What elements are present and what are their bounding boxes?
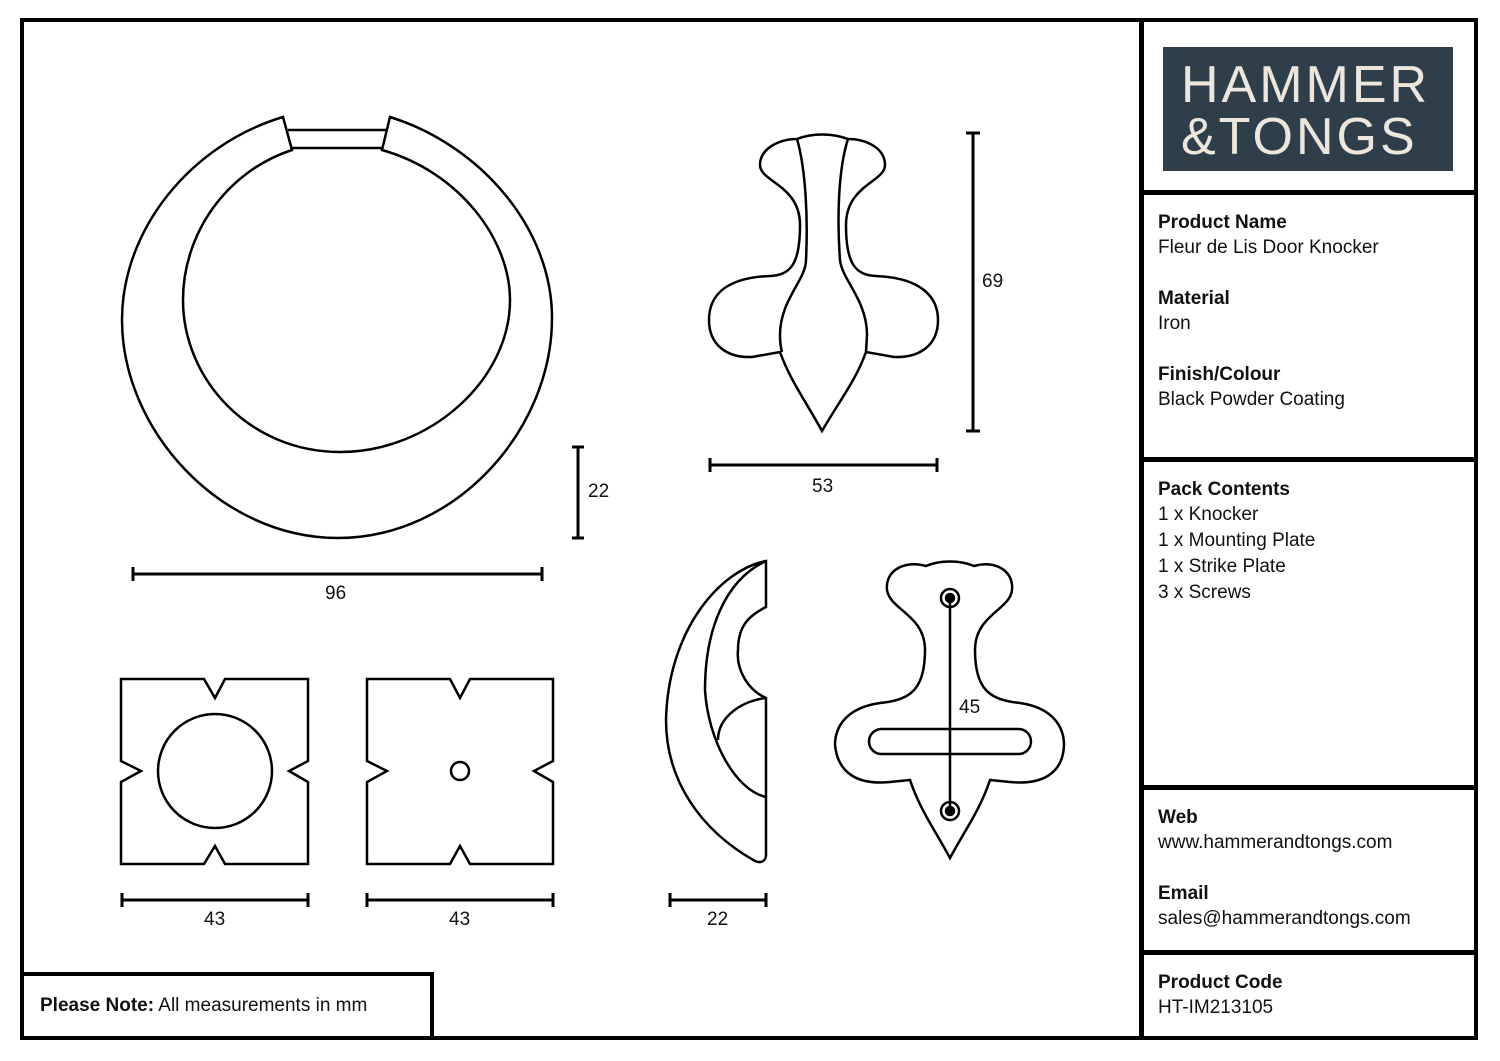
- dim-plate-width: 53: [812, 476, 834, 497]
- material-label: Material: [1158, 288, 1230, 309]
- dim-hole-spacing: 45: [959, 697, 981, 718]
- note-label: Please Note:: [40, 995, 155, 1016]
- dim-strike-a: 43: [204, 909, 226, 930]
- product-name-value: Fleur de Lis Door Knocker: [1158, 237, 1379, 258]
- brand-logo: HAMMER &TONGS: [1163, 47, 1453, 171]
- dimension-lines: [120, 131, 980, 907]
- logo-line-1: HAMMER: [1181, 56, 1431, 114]
- logo-panel: [1144, 22, 1478, 195]
- note-text: All measurements in mm: [158, 995, 368, 1016]
- material-value: Iron: [1158, 313, 1191, 334]
- dim-side-depth: 22: [707, 909, 729, 930]
- product-code-label: Product Code: [1158, 972, 1283, 993]
- dim-strike-b: 43: [449, 909, 471, 930]
- email-link[interactable]: sales@hammerandtongs.com: [1158, 908, 1411, 929]
- panel-divider: [1139, 18, 1144, 1040]
- pack-contents-label: Pack Contents: [1158, 479, 1290, 500]
- product-code-value: HT-IM213105: [1158, 997, 1274, 1018]
- product-info-panel: Product Name Fleur de Lis Door Knocker M…: [1144, 195, 1478, 462]
- dim-ring-depth: 22: [588, 481, 610, 502]
- logo-line-2: &TONGS: [1181, 108, 1418, 166]
- mounting-plate-drawing: [833, 560, 1066, 861]
- strike-plate-a-drawing: [119, 677, 310, 866]
- email-label: Email: [1158, 883, 1209, 904]
- contact-panel: Web www.hammerandtongs.com Email sales@h…: [1144, 790, 1478, 955]
- pack-item: 1 x Knocker: [1158, 504, 1259, 525]
- dim-ring-width: 96: [325, 583, 347, 604]
- side-view-drawing: [664, 559, 768, 864]
- pack-contents-panel: Pack Contents 1 x Knocker 1 x Mounting P…: [1144, 462, 1478, 790]
- pack-item: 1 x Mounting Plate: [1158, 530, 1316, 551]
- pack-item: 1 x Strike Plate: [1158, 556, 1286, 577]
- finish-label: Finish/Colour: [1158, 364, 1281, 385]
- product-code-panel: Product Code HT-IM213105: [1144, 955, 1478, 1040]
- product-name-label: Product Name: [1158, 212, 1287, 233]
- dim-plate-height: 69: [982, 271, 1004, 292]
- ring-knocker-drawing: [120, 115, 554, 540]
- web-link[interactable]: www.hammerandtongs.com: [1158, 832, 1393, 853]
- fleur-plate-drawing: [707, 133, 940, 434]
- drawing-frame: [20, 18, 1478, 1040]
- pack-item: 3 x Screws: [1158, 582, 1251, 603]
- web-label: Web: [1158, 807, 1198, 828]
- finish-value: Black Powder Coating: [1158, 389, 1345, 410]
- strike-plate-b-drawing: [365, 677, 555, 866]
- measurement-note: Please Note: All measurements in mm: [20, 972, 434, 1040]
